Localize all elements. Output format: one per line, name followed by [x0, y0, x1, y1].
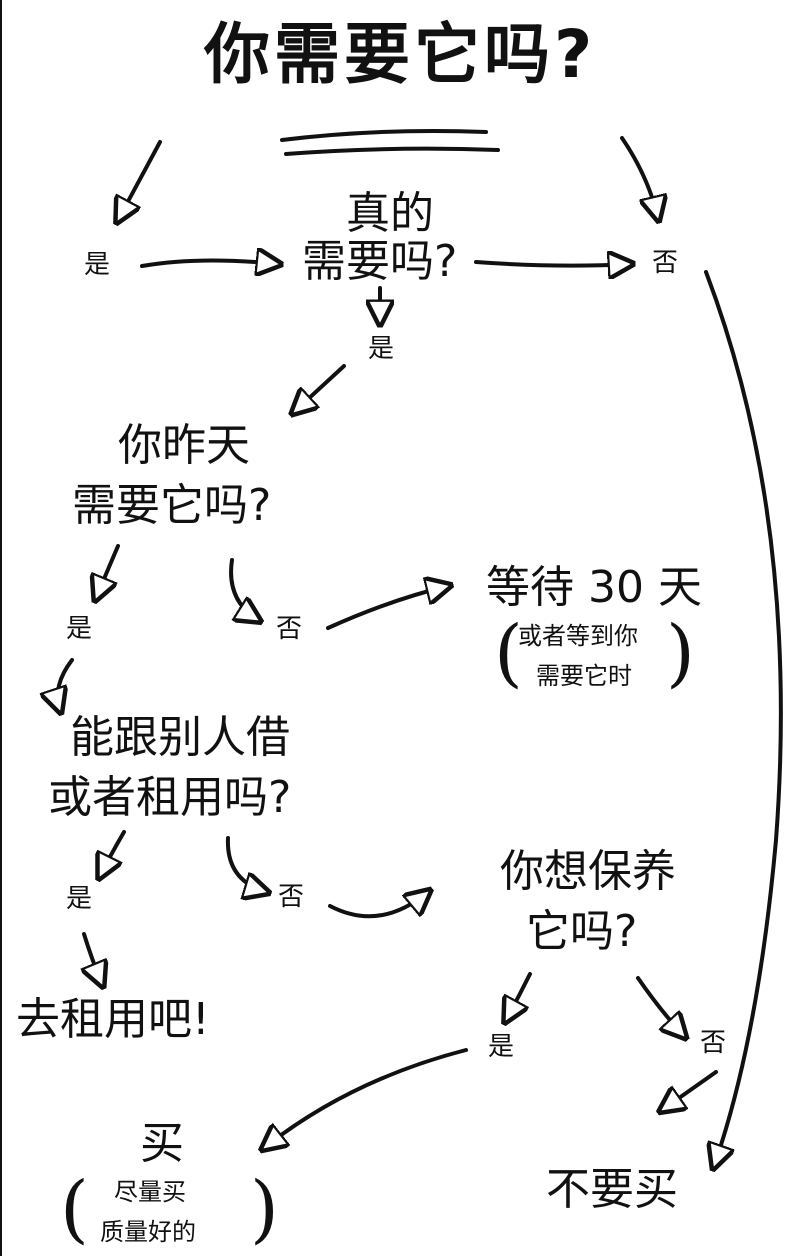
arrow-really-need-to-no	[474, 262, 630, 266]
node-really-need-line1: 真的	[346, 188, 434, 239]
arrow-no-to-dont-buy	[704, 270, 783, 1166]
arrow-title-to-yes	[118, 140, 162, 220]
node-maintain-line2: 它吗?	[526, 906, 638, 957]
wait-paren-left: (	[494, 610, 523, 696]
node-buy-sub-line2: 质量好的	[100, 1218, 196, 1246]
node-buy-main: 买	[140, 1118, 184, 1169]
buy-paren-left: (	[60, 1166, 89, 1252]
arrow-yes5-to-buy	[264, 1048, 468, 1148]
arrow-yesterday-to-yes3	[96, 544, 120, 598]
edge-label-yes-2: 是	[368, 334, 395, 364]
edge-label-yes-3: 是	[66, 614, 93, 644]
arrow-borrow-to-no4	[225, 836, 266, 892]
arrow-no3-to-wait	[326, 586, 448, 630]
arrow-yes2-to-yesterday	[294, 364, 346, 412]
arrow-title-to-no	[620, 136, 658, 218]
arrow-maintain-to-no5	[636, 976, 684, 1036]
node-borrow-line2: 或者租用吗?	[48, 772, 292, 823]
arrow-yes4-to-go-rent	[84, 932, 102, 984]
title-underline-1	[280, 129, 488, 142]
page-title: 你需要它吗?	[204, 16, 597, 93]
arrow-yes-to-really-need	[140, 260, 278, 266]
node-yesterday-line1: 你昨天	[118, 420, 250, 471]
edge-label-no-1: 否	[652, 248, 679, 278]
edge-label-yes-4: 是	[66, 884, 93, 914]
edge-label-no-4: 否	[278, 882, 305, 912]
title-underline-2	[284, 146, 500, 156]
left-border-line	[0, 0, 2, 1256]
node-borrow-line1: 能跟别人借	[70, 712, 290, 763]
arrow-yes3-to-borrow	[58, 658, 74, 710]
edge-label-yes-5: 是	[488, 1032, 515, 1062]
arrow-borrow-to-yes4	[100, 830, 126, 876]
arrow-no4-to-maintain	[328, 892, 428, 919]
node-go-rent: 去租用吧!	[16, 994, 210, 1045]
node-really-need-line2: 需要吗?	[302, 236, 458, 287]
edge-label-no-5: 否	[700, 1028, 727, 1058]
node-buy-sub-line1: 尽量买	[114, 1178, 186, 1206]
edge-label-yes-1: 是	[84, 250, 111, 280]
wait-paren-right: )	[666, 610, 695, 696]
node-maintain-line1: 你想保养	[500, 846, 676, 897]
node-wait-main: 等待 30 天	[486, 562, 702, 613]
node-wait-sub-line2: 需要它时	[536, 662, 632, 690]
edge-label-no-3: 否	[276, 614, 303, 644]
arrow-maintain-to-yes5	[506, 972, 532, 1020]
node-dont-buy: 不要买	[546, 1164, 678, 1215]
buy-paren-right: )	[250, 1166, 279, 1252]
node-wait-sub-line1: 或者等到你	[518, 622, 638, 650]
arrow-yesterday-to-no3	[229, 558, 258, 620]
node-yesterday-line2: 需要它吗?	[72, 480, 272, 531]
arrow-no5-to-dont-buy	[662, 1070, 718, 1110]
